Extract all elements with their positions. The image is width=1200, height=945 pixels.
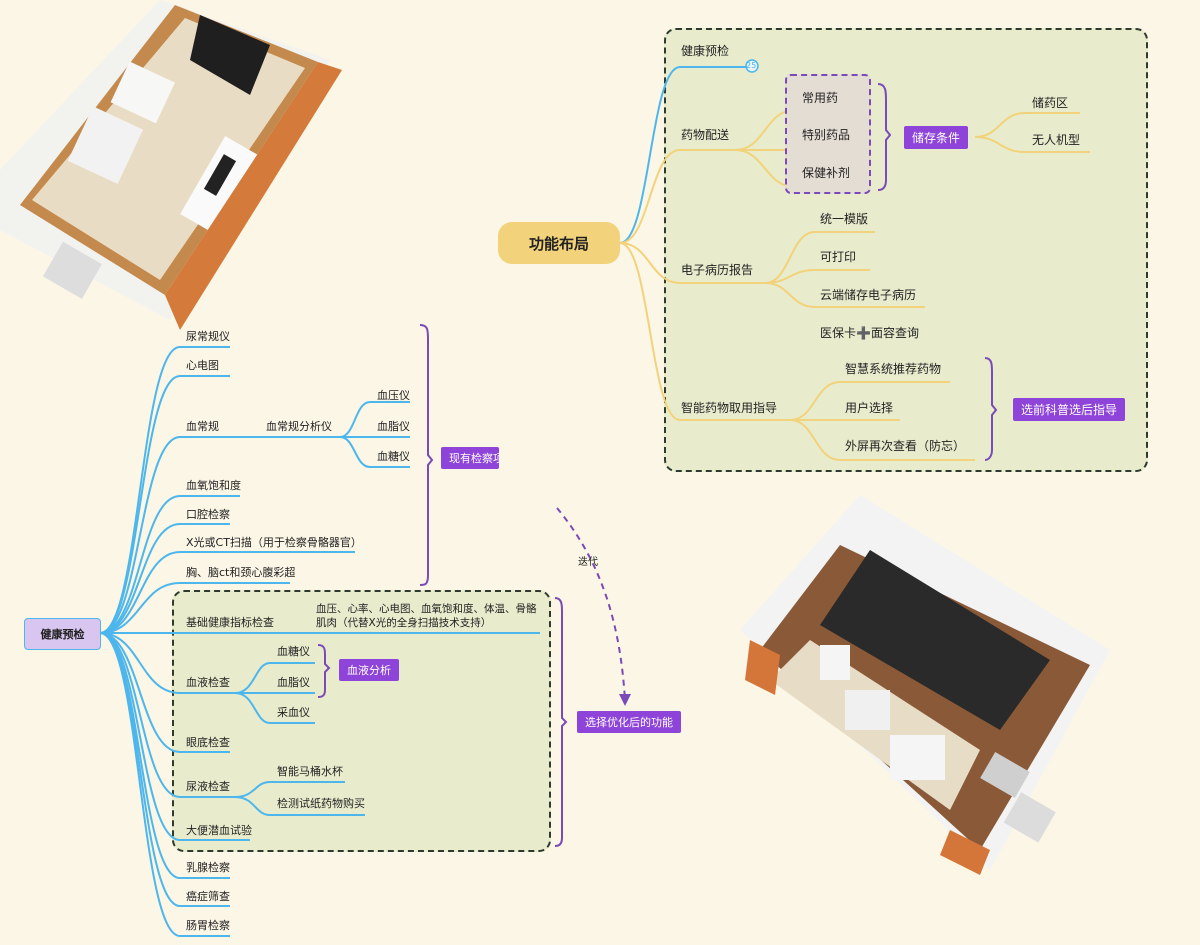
node-gastro-check[interactable]: 肠胃检察 [186,919,230,932]
node-fundus-check[interactable]: 眼底检查 [186,736,230,749]
node-basic-indicators[interactable]: 基础健康指标检查 [186,616,274,629]
node-breast-check[interactable]: 乳腺检察 [186,861,230,874]
node-blood-routine[interactable]: 血常规 [186,420,219,433]
node-common-drugs[interactable]: 常用药 [802,91,839,105]
room-render-bottom [730,490,1130,890]
drug-group-box [785,74,871,194]
node-supplements[interactable]: 保健补剂 [802,166,851,180]
tag-storage-conditions[interactable]: 储存条件 [904,126,969,149]
node-lipid-meter[interactable]: 血脂仪 [377,420,410,433]
node-urine-analyzer[interactable]: 尿常规仪 [186,330,230,343]
node-health-check[interactable]: 健康预检 [681,44,730,58]
node-printable[interactable]: 可打印 [820,250,857,264]
room-render-top [0,0,350,330]
node-drug-delivery[interactable]: 药物配送 [681,128,730,142]
room-render-top-illustration [0,0,342,330]
node-urine-test[interactable]: 尿液检查 [186,780,230,793]
node-test-strips[interactable]: 检测试纸药物购买 [277,797,365,810]
node-insurance-face[interactable]: 医保卡➕面容查询 [820,326,919,340]
node-blood-lipid[interactable]: 血脂仪 [277,676,310,689]
node-blood-oxygen[interactable]: 血氧饱和度 [186,479,241,492]
root-node-left-label: 健康预检 [40,628,85,641]
node-blood-sampler[interactable]: 采血仪 [277,706,310,719]
node-cloud-emr[interactable]: 云端储存电子病历 [820,288,917,302]
tag-pre-post-guidance[interactable]: 选前科普选后指导 [1013,398,1126,421]
node-blood-analyzer[interactable]: 血常规分析仪 [266,420,332,433]
node-oral-check[interactable]: 口腔检察 [186,508,230,521]
tag-optimized-functions[interactable]: 选择优化后的功能 [577,711,681,733]
node-unified-template[interactable]: 统一模版 [820,212,869,226]
node-smart-guidance[interactable]: 智能药物取用指导 [681,401,778,415]
node-brain-ct[interactable]: 胸、脑ct和颈心腹彩超 [186,566,296,579]
node-basic-note: 血压、心率、心电图、血氧饱和度、体温、骨骼肌肉（代替X光的全身扫描技术支持） [316,603,537,629]
iterate-label: 迭代 [578,557,598,568]
root-node-right[interactable]: 功能布局 [498,222,620,264]
node-special-drugs[interactable]: 特别药品 [802,128,851,142]
node-ecg[interactable]: 心电图 [186,359,219,372]
node-stool-test[interactable]: 大便潜血试验 [186,824,252,837]
node-screen-review[interactable]: 外屏再次查看（防忘） [845,439,966,453]
node-drone-model[interactable]: 无人机型 [1032,133,1081,147]
node-blood-glucose[interactable]: 血糖仪 [277,645,310,658]
health-check-badge: 25 [746,61,757,70]
node-cancer-screening[interactable]: 癌症筛查 [186,890,230,903]
root-node-left[interactable]: 健康预检 [24,618,101,650]
tag-blood-analysis[interactable]: 血液分析 [339,659,399,681]
node-blood-test[interactable]: 血液检查 [186,676,230,689]
node-smart-recommend[interactable]: 智慧系统推荐药物 [845,362,942,376]
node-smart-toilet[interactable]: 智能马桶水杯 [277,765,343,778]
node-storage-area[interactable]: 储药区 [1032,96,1069,110]
node-bp-meter[interactable]: 血压仪 [377,389,410,402]
node-emr-report[interactable]: 电子病历报告 [681,263,754,277]
tag-existing-items[interactable]: 现有检察项 [441,447,499,469]
node-user-select[interactable]: 用户选择 [845,401,894,415]
node-xray-ct[interactable]: X光或CT扫描（用于检察骨骼器官） [186,536,362,549]
root-node-right-label: 功能布局 [528,234,589,253]
room-render-bottom-illustration [740,495,1110,875]
node-glucose-meter[interactable]: 血糖仪 [377,450,410,463]
